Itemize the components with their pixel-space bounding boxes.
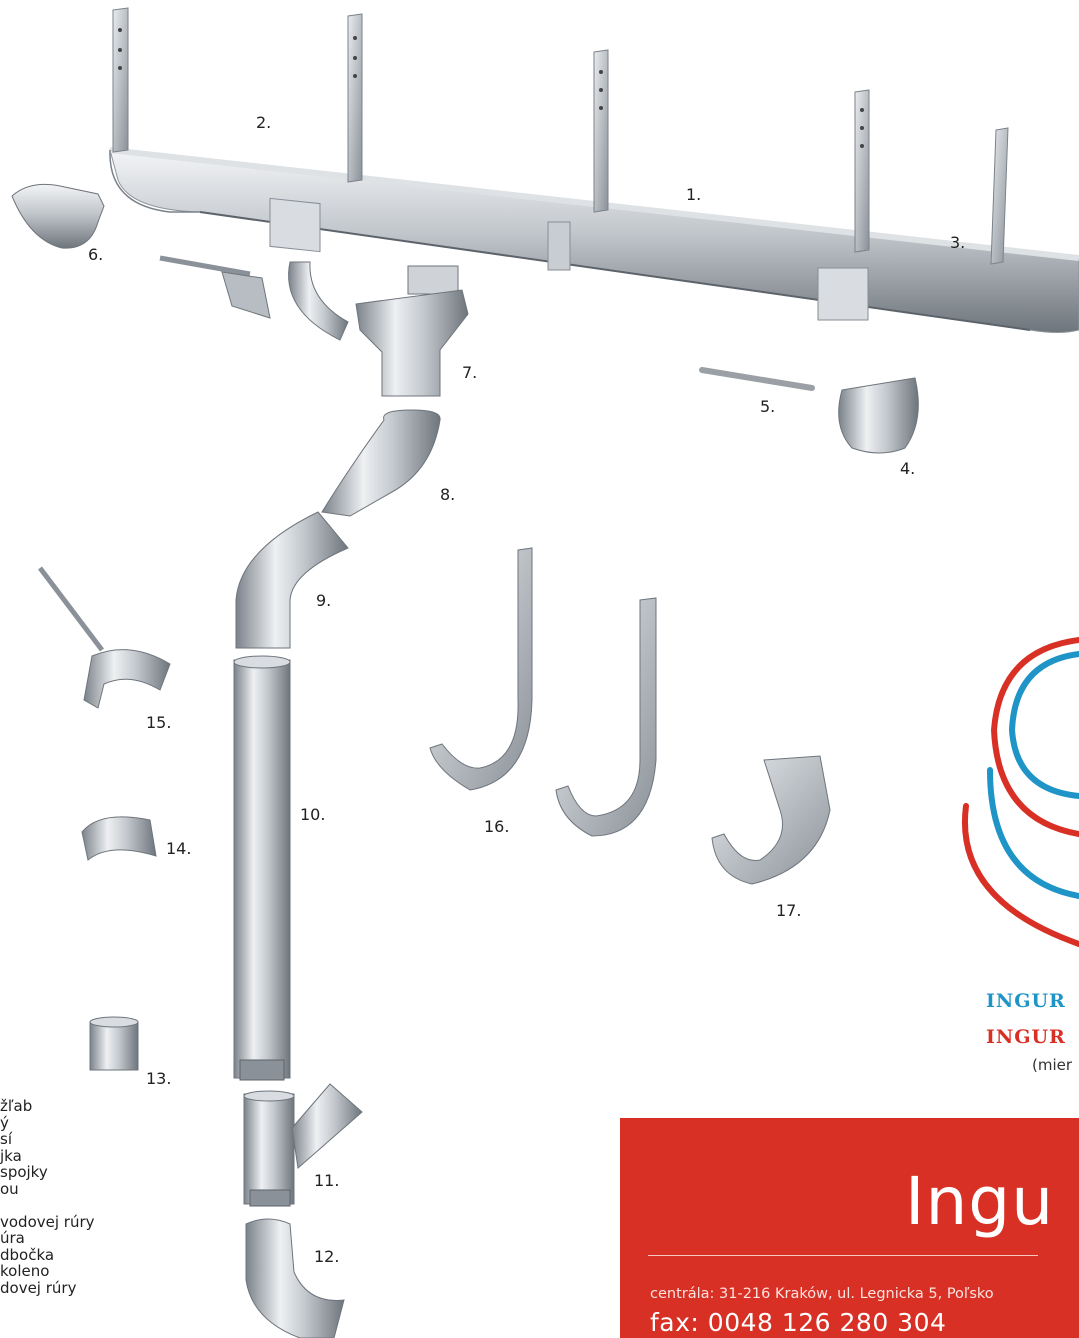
bottom-elbow — [245, 1218, 345, 1338]
gutter-outlet — [355, 265, 469, 397]
ingur-logo-mark — [962, 637, 1079, 947]
part-number-9: 9. — [316, 591, 331, 610]
part-number-4: 4. — [900, 459, 915, 478]
part-number-13: 13. — [146, 1069, 171, 1088]
gutter-hangers-loose — [429, 547, 657, 837]
hanger-holes — [118, 28, 864, 148]
legend-item: sí — [0, 1130, 12, 1148]
part-number-10: 10. — [300, 805, 325, 824]
legend-item: ou — [0, 1179, 19, 1198]
clamp-with-rod — [38, 566, 171, 709]
contact-box: Ingu centrála: 31-216 Kraków, ul. Legnic… — [620, 1118, 1079, 1338]
part-number-12: 12. — [314, 1247, 339, 1266]
legend-item: vodovej rúry — [0, 1212, 95, 1231]
part-number-7: 7. — [462, 363, 477, 382]
connector-rod — [699, 367, 815, 391]
pipe-coupling — [89, 1016, 139, 1071]
company-address: centrála: 31-216 Kraków, ul. Legnicka 5,… — [650, 1286, 994, 1302]
gutter-joint-left — [269, 197, 321, 253]
parts-legend: žľab ý sí jka spojky ou vodovej rúry úra… — [0, 1098, 95, 1296]
end-cap — [11, 183, 105, 249]
company-fax: fax: 0048 126 280 304 — [650, 1308, 947, 1337]
downpipe-branch — [243, 1083, 363, 1207]
divider — [648, 1255, 1038, 1256]
part-number-16: 16. — [484, 817, 509, 836]
part-number-2: 2. — [256, 113, 271, 132]
elbow-upper — [321, 409, 441, 517]
part-number-11: 11. — [314, 1171, 339, 1190]
part-number-5: 5. — [760, 397, 775, 416]
legend-item: koleno — [0, 1262, 50, 1280]
part-number-17: 17. — [776, 901, 801, 920]
legend-item — [0, 1197, 95, 1214]
gutter-bracket-clip — [159, 255, 349, 341]
company-logo-text: Ingu — [905, 1163, 1055, 1240]
legend-item: dovej rúry — [0, 1278, 77, 1297]
pipe-clamp — [81, 816, 157, 861]
part-number-6: 6. — [88, 245, 103, 264]
brand-line-3: (mier — [1032, 1056, 1073, 1074]
gutter-connector — [838, 377, 919, 454]
part-number-15: 15. — [146, 713, 171, 732]
legend-item: spojky — [0, 1163, 48, 1181]
gutter-joint-mid — [547, 221, 571, 271]
legend-item: ý — [0, 1113, 9, 1132]
legend-item: dbočka — [0, 1245, 55, 1264]
part-number-14: 14. — [166, 839, 191, 858]
brand-line-2: INGUR — [986, 1026, 1066, 1048]
legend-item: úra — [0, 1229, 25, 1247]
downpipe — [233, 655, 291, 1081]
hook-bracket — [711, 755, 831, 885]
part-number-1: 1. — [686, 185, 701, 204]
elbow-lower — [235, 511, 349, 649]
gutter-joint-right — [817, 267, 869, 321]
part-number-3: 3. — [950, 233, 965, 252]
gutter-hangers — [112, 7, 1009, 265]
part-number-labels: 1. 2. 3. 4. 5. 6. 7. 8. 9. 10. 11. 12. 1… — [88, 113, 965, 1266]
legend-item: žľab — [0, 1097, 33, 1115]
part-number-8: 8. — [440, 485, 455, 504]
legend-item: jka — [0, 1146, 22, 1165]
brand-line-1: INGUR — [986, 990, 1066, 1012]
